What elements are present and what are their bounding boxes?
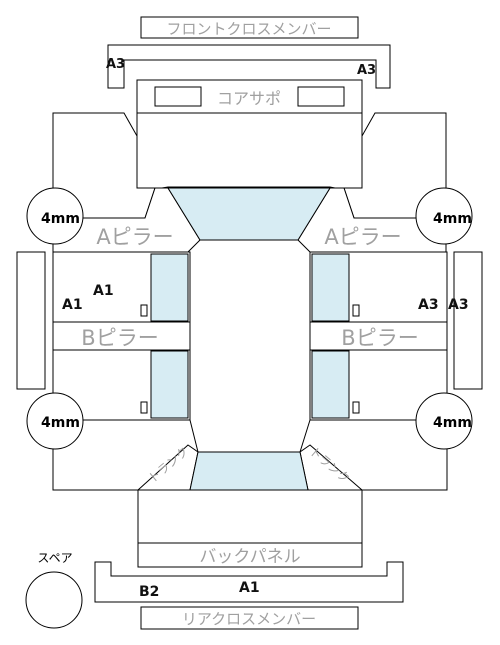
rear-cross-member — [94, 561, 404, 603]
wheel-rear-right — [415, 392, 473, 450]
mark-left-door-upper: A1 — [93, 283, 114, 299]
b-pillar-right-label: Bピラー — [341, 326, 418, 350]
headlight-left — [154, 86, 202, 107]
wheel-front-right — [415, 187, 473, 245]
a-pillar-left-label: Aピラー — [96, 225, 173, 249]
mark-rear-member-left: B2 — [139, 584, 159, 600]
back-panel — [137, 542, 363, 568]
hood-area — [136, 112, 363, 189]
door-handle-rear-left — [140, 401, 148, 414]
spare-label: スペア — [37, 551, 72, 565]
side-sill-right — [453, 251, 483, 390]
trunk-lid — [137, 489, 363, 544]
back-panel-label: バックパネル — [199, 547, 300, 567]
mark-rear-member-center: A1 — [239, 580, 260, 596]
gauge-front-right: 4mm — [433, 211, 472, 227]
spare-tire — [25, 571, 83, 629]
mark-left-sill: A1 — [62, 297, 83, 313]
mark-right-door: A3 — [418, 297, 439, 313]
front-window-left — [150, 253, 189, 322]
roof — [187, 239, 311, 453]
wheel-rear-left — [26, 392, 84, 450]
mark-front-member-left: A3 — [106, 57, 125, 72]
rear-window-left — [150, 350, 189, 419]
b-pillar-left-label: Bピラー — [81, 326, 158, 350]
side-sill-left — [16, 251, 46, 390]
rear-cross-member-box — [140, 606, 359, 630]
gauge-rear-right: 4mm — [433, 415, 472, 431]
a-pillar-right-label: Aピラー — [324, 225, 401, 249]
front-cross-member-box — [140, 16, 359, 39]
gauge-rear-left: 4mm — [41, 415, 80, 431]
rear-cross-member-label: リアクロスメンバー — [182, 610, 316, 628]
headlight-right — [297, 86, 345, 107]
wheel-front-left — [26, 187, 84, 245]
front-cross-member-label: フロントクロスメンバー — [166, 20, 331, 38]
b-pillar-right-box — [309, 321, 448, 351]
front-cross-member — [107, 44, 391, 89]
door-handle-rear-right — [352, 401, 360, 414]
front-window-right — [311, 253, 350, 322]
b-pillar-left-box — [52, 321, 191, 351]
mark-front-member-right: A3 — [357, 63, 376, 78]
door-handle-front-left — [140, 304, 148, 317]
door-handle-front-right — [352, 304, 360, 317]
gauge-front-left: 4mm — [41, 211, 80, 227]
rear-window-right — [311, 350, 350, 419]
rear-window — [189, 451, 309, 491]
core-support-label: コアサポ — [217, 89, 281, 108]
mark-right-sill: A3 — [448, 297, 469, 313]
